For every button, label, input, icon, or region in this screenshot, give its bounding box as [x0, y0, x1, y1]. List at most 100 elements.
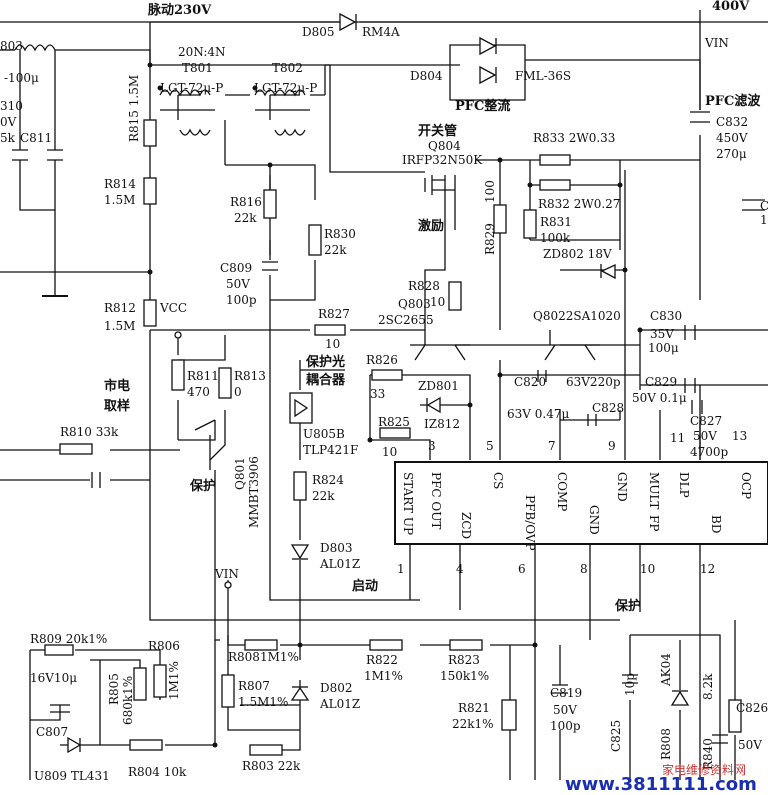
label-r828-val: 10	[430, 295, 445, 309]
ic-pin-dlp: DLP	[677, 472, 691, 498]
label-ak04: AK04	[659, 653, 673, 687]
label-c810-c: 5k	[0, 131, 16, 145]
label-d804-name: D804	[410, 69, 443, 83]
label-r840-val: 8.2k	[701, 673, 715, 700]
q803-transistor	[410, 344, 470, 361]
label-c811: C811	[20, 131, 52, 145]
label-l-frag: -100μ	[4, 71, 39, 85]
label-opto-2: 耦合器	[306, 372, 346, 388]
label-c819-v: 50V	[553, 703, 577, 717]
label-c828: C828	[592, 401, 624, 415]
r810-resistor	[59, 443, 93, 455]
ic-pin-number-9: 9	[608, 439, 616, 453]
ic-pin-number-13: 13	[732, 429, 747, 443]
d802-diode	[290, 686, 310, 701]
c809-capacitor	[262, 261, 278, 271]
label-d803-name: D803	[320, 541, 353, 555]
label-t802-type: LGT-72μ-P	[254, 81, 317, 95]
label-r827-name: R827	[318, 307, 350, 321]
label-c827-c: 4700p	[690, 445, 729, 459]
label-r805-name: R805	[107, 673, 121, 705]
label-r804: R804 10k	[128, 765, 187, 779]
label-t801-ratio: 20N:4N	[178, 45, 226, 59]
label-r824-val: 22k	[312, 489, 335, 503]
label-t802-name: T802	[272, 61, 303, 75]
label-r833: R833 2W0.33	[533, 131, 615, 145]
watermark: www.3811111.com 家电维修资料网	[565, 762, 757, 795]
ic-pin-number-12: 12	[700, 562, 715, 576]
ic-pin-pfc-out: PFC OUT	[429, 472, 443, 529]
label-q803-name: Q803	[398, 297, 431, 311]
label-r826-name: R826	[366, 353, 398, 367]
label-r826-val: 33	[370, 387, 385, 401]
label-r806-val: 1M1%	[167, 661, 181, 700]
label-r803: R803 22k	[242, 759, 301, 773]
label-vcc: VCC	[159, 301, 187, 315]
label-c830-name: C830	[650, 309, 682, 323]
label-r813-val: 0	[234, 385, 242, 399]
c832-capacitor	[690, 111, 710, 123]
ic-pin-number-6: 6	[518, 562, 526, 576]
r806-resistor	[153, 664, 167, 698]
label-r808: R8081M1%	[228, 650, 299, 664]
label-r823-val: 150k1%	[440, 669, 489, 683]
ic-pins: 5 7 9 11 13 3 START UP PFC OUT CS COMP G…	[397, 429, 753, 576]
label-startup: 启动	[352, 578, 378, 594]
label-c825-name: C825	[609, 720, 623, 752]
vcc-node	[174, 331, 182, 339]
label-r808b: R808	[659, 728, 673, 760]
label-c810-a: 310	[0, 99, 23, 113]
label-r830-val: 22k	[324, 243, 347, 257]
label-c826-v: 50V	[738, 738, 762, 752]
label-c807: C807	[36, 725, 68, 739]
ic-pin-gnd-bottom: GND	[587, 505, 601, 535]
c-r810-capacitor	[91, 472, 101, 488]
label-r822-val: 1M1%	[364, 669, 403, 683]
r809-resistor	[44, 644, 74, 656]
label-r823-name: R823	[448, 653, 480, 667]
r816-resistor	[263, 189, 277, 219]
r823-resistor	[449, 639, 483, 651]
block-labels: 市电 取样 PFC整流 PFC滤波 开关管 激励 保护光 耦合器 保护 启动 保…	[104, 93, 761, 614]
c811-capacitor	[47, 149, 63, 161]
label-c830-v: 35V	[650, 327, 674, 341]
label-c819-c: 100p	[550, 719, 581, 733]
c828-capacitor	[587, 414, 597, 426]
q804-mosfet	[424, 175, 455, 195]
ic-pin-number-11: 11	[670, 431, 685, 445]
label-r821-name: R821	[458, 701, 490, 715]
r829-resistor	[493, 204, 507, 234]
r830-resistor	[308, 224, 322, 256]
label-r806-name: R806	[148, 639, 180, 653]
ic-pin-gnd-top: GND	[615, 472, 629, 502]
label-c827-name: C827	[690, 414, 722, 428]
t802-secondary	[274, 128, 306, 136]
label-400v: 400V	[712, 0, 750, 14]
label-vin-top: VIN	[704, 36, 729, 50]
label-r815: R815 1.5M	[127, 75, 141, 142]
label-c809-v: 50V	[226, 277, 250, 291]
label-c829: C829	[645, 375, 677, 389]
label-r816-name: R816	[230, 195, 262, 209]
c829-capacitor	[684, 378, 696, 393]
label-r812-name: R812	[104, 301, 136, 315]
label-excite: 激励	[418, 218, 444, 234]
label-q804-name: Q804	[428, 139, 461, 153]
component-labels: 803 -100μ 310 0V 5k C811 R815 1.5M R814 …	[0, 25, 768, 783]
label-mains-sample-2: 取样	[104, 398, 130, 414]
pfc-controller-ic	[394, 461, 768, 545]
label-c830-c: 100μ	[648, 341, 679, 355]
label-c820: C820	[514, 375, 546, 389]
label-c825-val: 10p	[623, 673, 637, 696]
r804-resistor	[129, 739, 163, 751]
watermark-url: www.3811111.com	[565, 774, 757, 795]
label-r807-val: 1.5M1%	[238, 695, 288, 709]
label-c832-c: 270μ	[716, 147, 747, 161]
label-r825-name: R825	[378, 415, 410, 429]
label-c828-val: 63V 0.47μ	[507, 407, 569, 421]
label-switch-tube: 开关管	[418, 123, 457, 139]
r831-resistor	[523, 209, 537, 239]
label-iz812: IZ812	[424, 417, 460, 431]
label-c810-b: 0V	[0, 115, 17, 129]
